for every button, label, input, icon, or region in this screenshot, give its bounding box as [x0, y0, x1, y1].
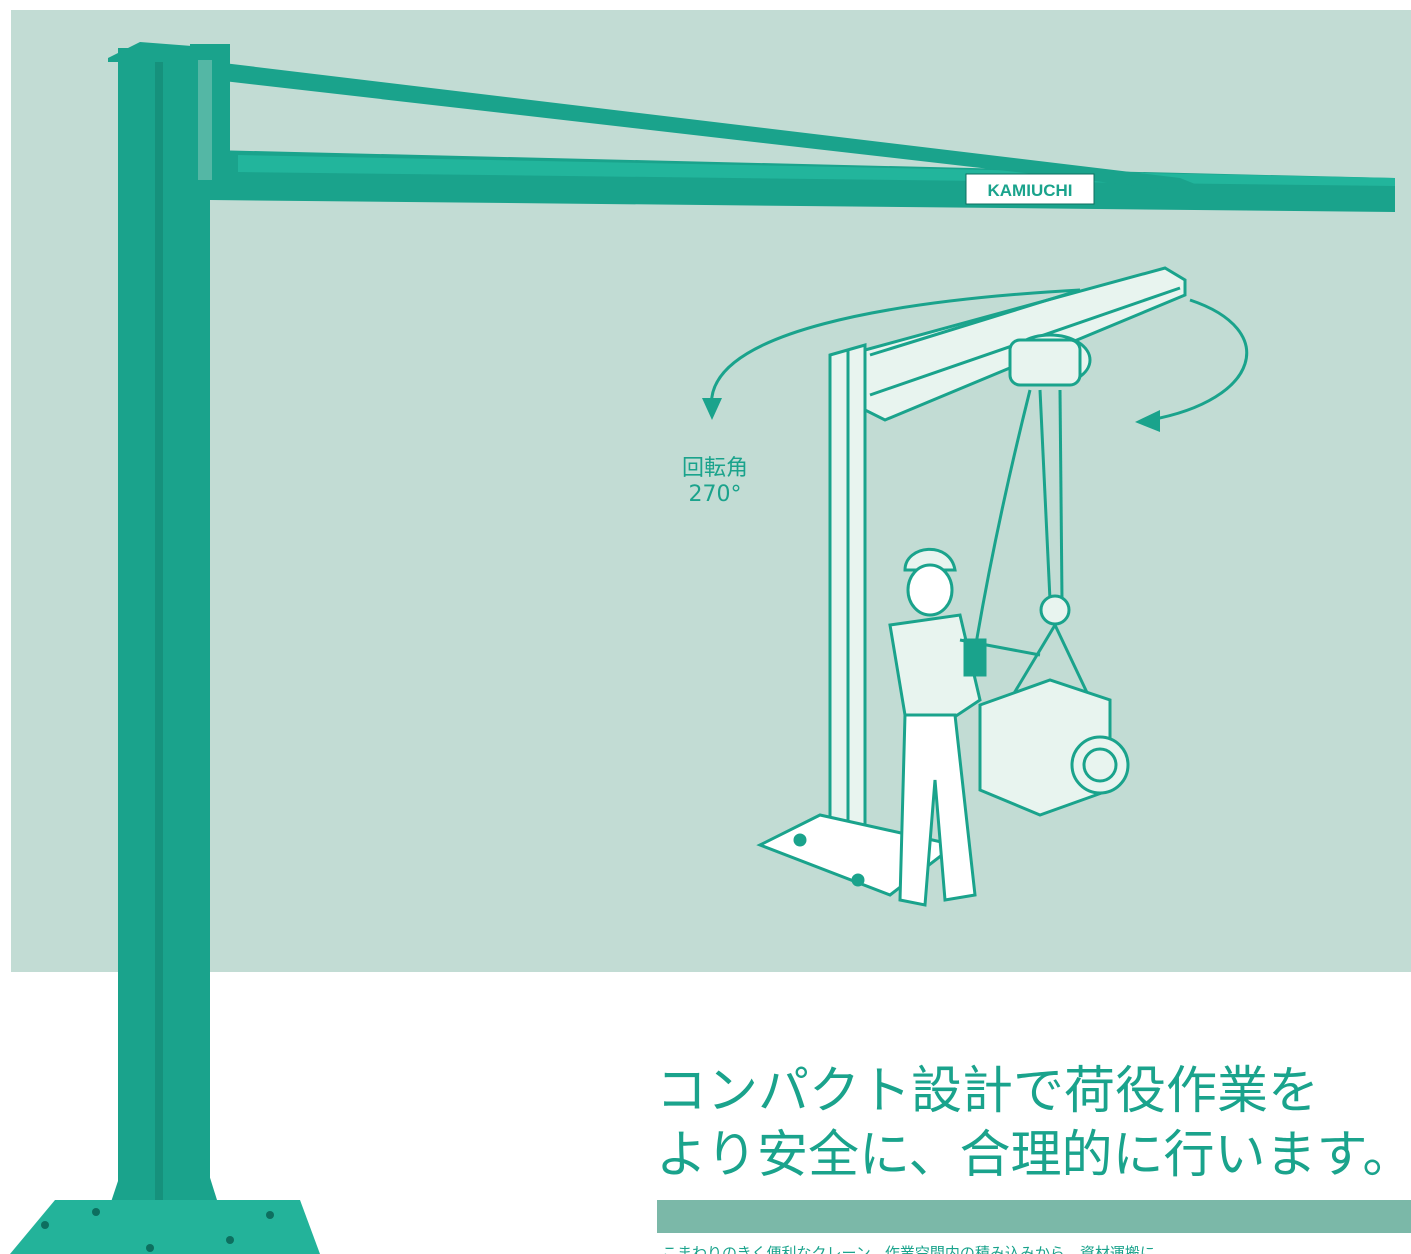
accent-bar — [657, 1200, 1411, 1233]
arrow-head-right — [1135, 410, 1160, 432]
brand-plate-text: KAMIUCHI — [988, 181, 1073, 200]
illustration-worker — [888, 547, 1041, 907]
illustration-crane — [756, 266, 1187, 897]
crane-post — [100, 42, 228, 1235]
rotation-arrows — [710, 288, 1249, 422]
headline-line-1: コンパクト設計で荷役作業を — [656, 1062, 1320, 1121]
rotation-angle-label: 回転角 270° — [660, 456, 770, 508]
body-text: こまわりのきく便利なクレーン。作業空間内の積み込みから、資材運搬に — [662, 1244, 1155, 1254]
rotation-label-title: 回転角 — [681, 456, 748, 481]
headline: コンパクト設計で荷役作業を より安全に、合理的に行います。 — [656, 1060, 1411, 1188]
crane-base-plate — [10, 1200, 320, 1254]
crane-jib-arm — [190, 44, 1395, 212]
headline-line-2: より安全に、合理的に行います。 — [656, 1126, 1411, 1185]
brand-plate — [965, 173, 1095, 205]
rotation-label-value: 270° — [688, 482, 742, 507]
arrow-head-left — [702, 398, 722, 420]
